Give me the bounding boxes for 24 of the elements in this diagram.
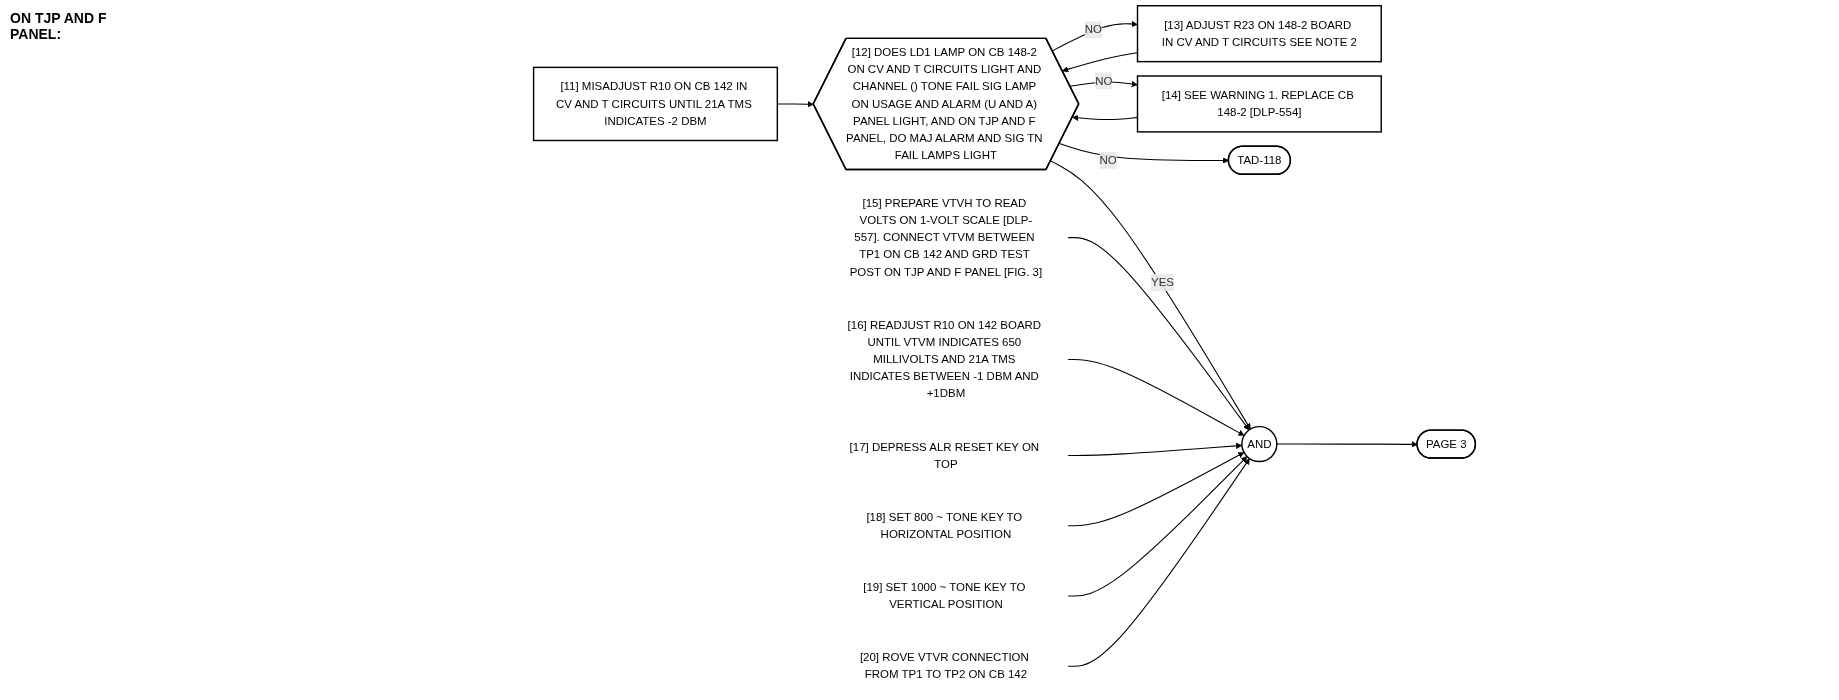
node-box: [11] MISADJUST R10 ON CB 142 IN CV AND T CIRCUITS UNTIL 21A TMS INDICATES -2 DBM — [532, 66, 779, 142]
node-text: [18] SET 800 ~ TONE KEY TO HORIZONTAL POSITION — [866, 510, 1023, 541]
edge-label: NO — [1084, 23, 1102, 36]
edge-label: NO — [1099, 153, 1117, 166]
note-text: ON TJP AND F PANEL: — [10, 10, 108, 42]
node-circle: AND — [1241, 425, 1278, 463]
node-text: [16] READJUST R10 ON 142 BOARD UNTIL VTVM INDICATES 650 MILLIVOLTS AND 21A TMS INDICATES BETWEEN -1 DBM AND +1DBM — [847, 318, 1042, 400]
arrow — [1067, 358, 1245, 436]
node-box: [13] ADJUST R23 ON 148-2 BOARD IN CV AND T CIRCUITS SEE NOTE 2 — [1136, 5, 1382, 63]
arrow — [1067, 442, 1243, 457]
arrow — [1067, 456, 1248, 597]
node-box: [14] SEE WARNING 1. REPLACE CB 148-2 [DLP-554] — [1136, 75, 1382, 133]
arrow — [1276, 441, 1418, 448]
node-text: [19] SET 1000 ~ TONE KEY TO VERTICAL POSITION — [863, 581, 1026, 611]
arrow — [1067, 458, 1250, 667]
node-text: [17] DEPRESS ALR RESET KEY ON TOP — [849, 440, 1040, 470]
arrow — [1067, 452, 1245, 527]
arrow — [1051, 20, 1138, 52]
arrow — [1067, 237, 1250, 431]
node-text: [20] ROVE VTVR CONNECTION FROM TP1 TO TP2 ON CB 142 — [859, 651, 1029, 681]
node-text: [15] PREPARE VTVH TO READ VOLTS ON 1-VOLT SCALE [DLP-557]. CONNECT VTVM BETWEEN TP1 ON CB 142 AND GRD TEST POST ON TJP AND F PANEL [FIG. 3] — [849, 196, 1043, 278]
edge-label: NO — [1095, 74, 1113, 87]
edge-label: YES — [1151, 276, 1174, 289]
arrow — [1050, 160, 1251, 430]
